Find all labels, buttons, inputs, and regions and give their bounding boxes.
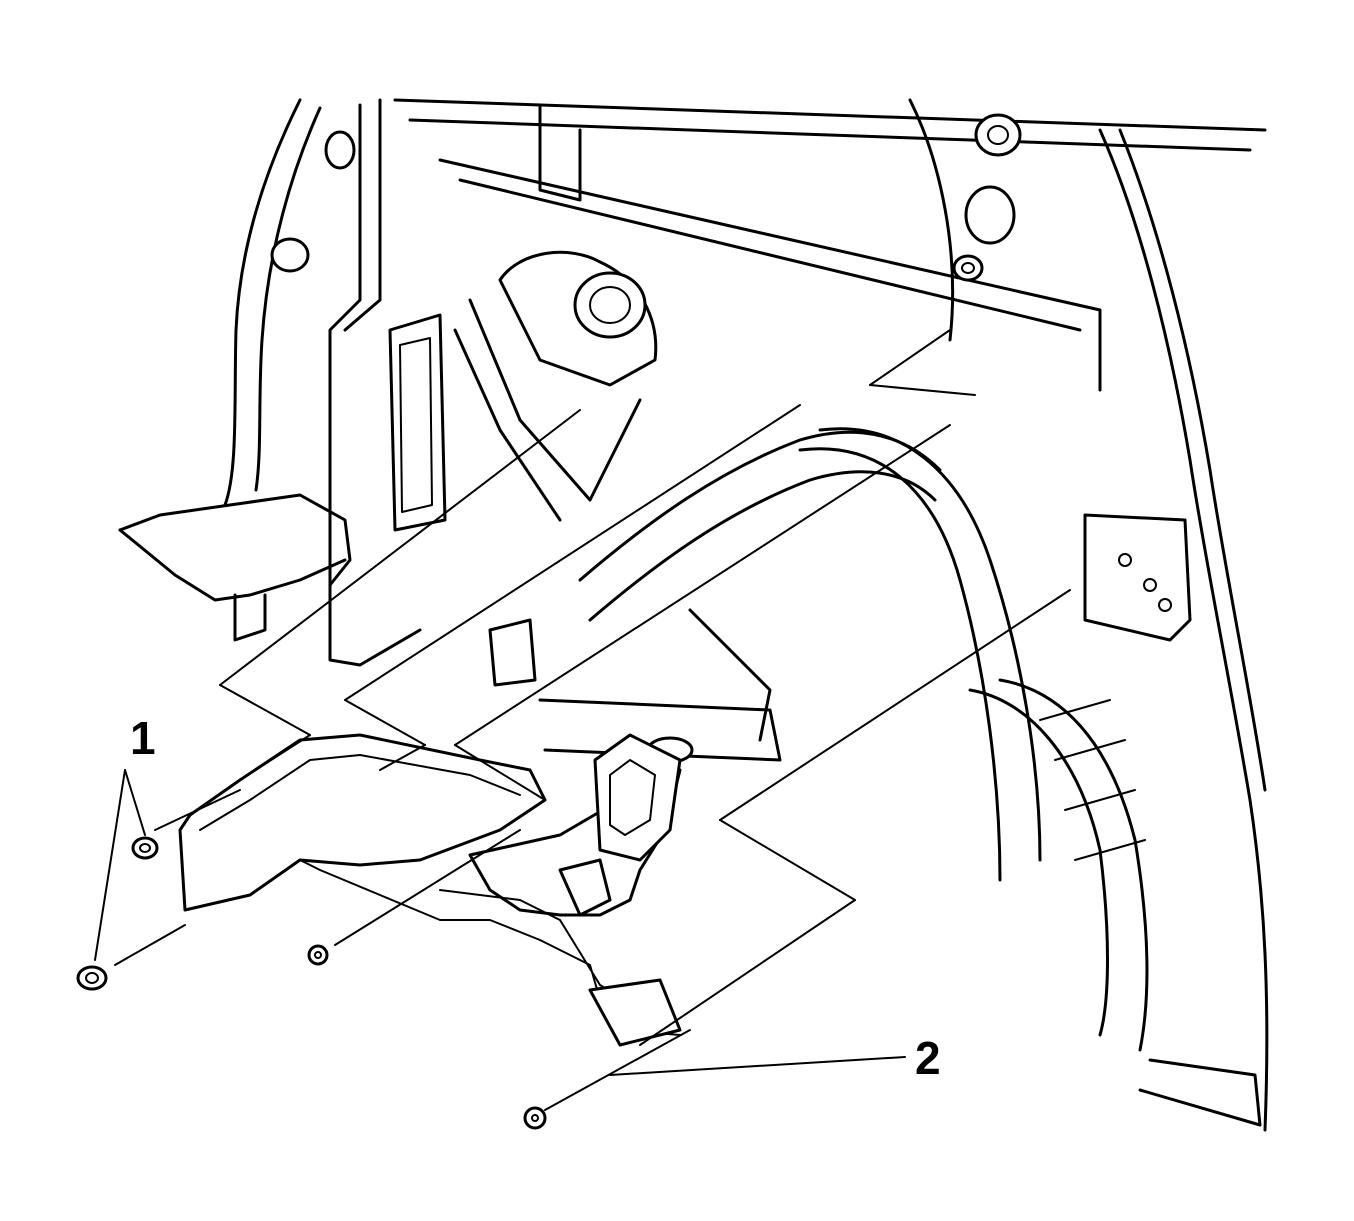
wheelhouse	[798, 427, 1192, 1052]
bolt-1a	[131, 836, 159, 860]
grommets	[270, 113, 1022, 764]
lamp-housing	[388, 250, 658, 532]
wiring-harness	[328, 430, 942, 762]
trim-panel	[178, 733, 682, 1047]
leader-lines	[94, 329, 1071, 1111]
body-frame-outline	[118, 98, 1269, 1132]
push-pin-retainer-b	[523, 1106, 547, 1130]
bolt-1b	[76, 965, 108, 991]
callout-2-label: 2	[915, 1032, 941, 1084]
push-pin-retainer-a	[307, 944, 329, 966]
callout-1-label: 1	[130, 712, 156, 764]
